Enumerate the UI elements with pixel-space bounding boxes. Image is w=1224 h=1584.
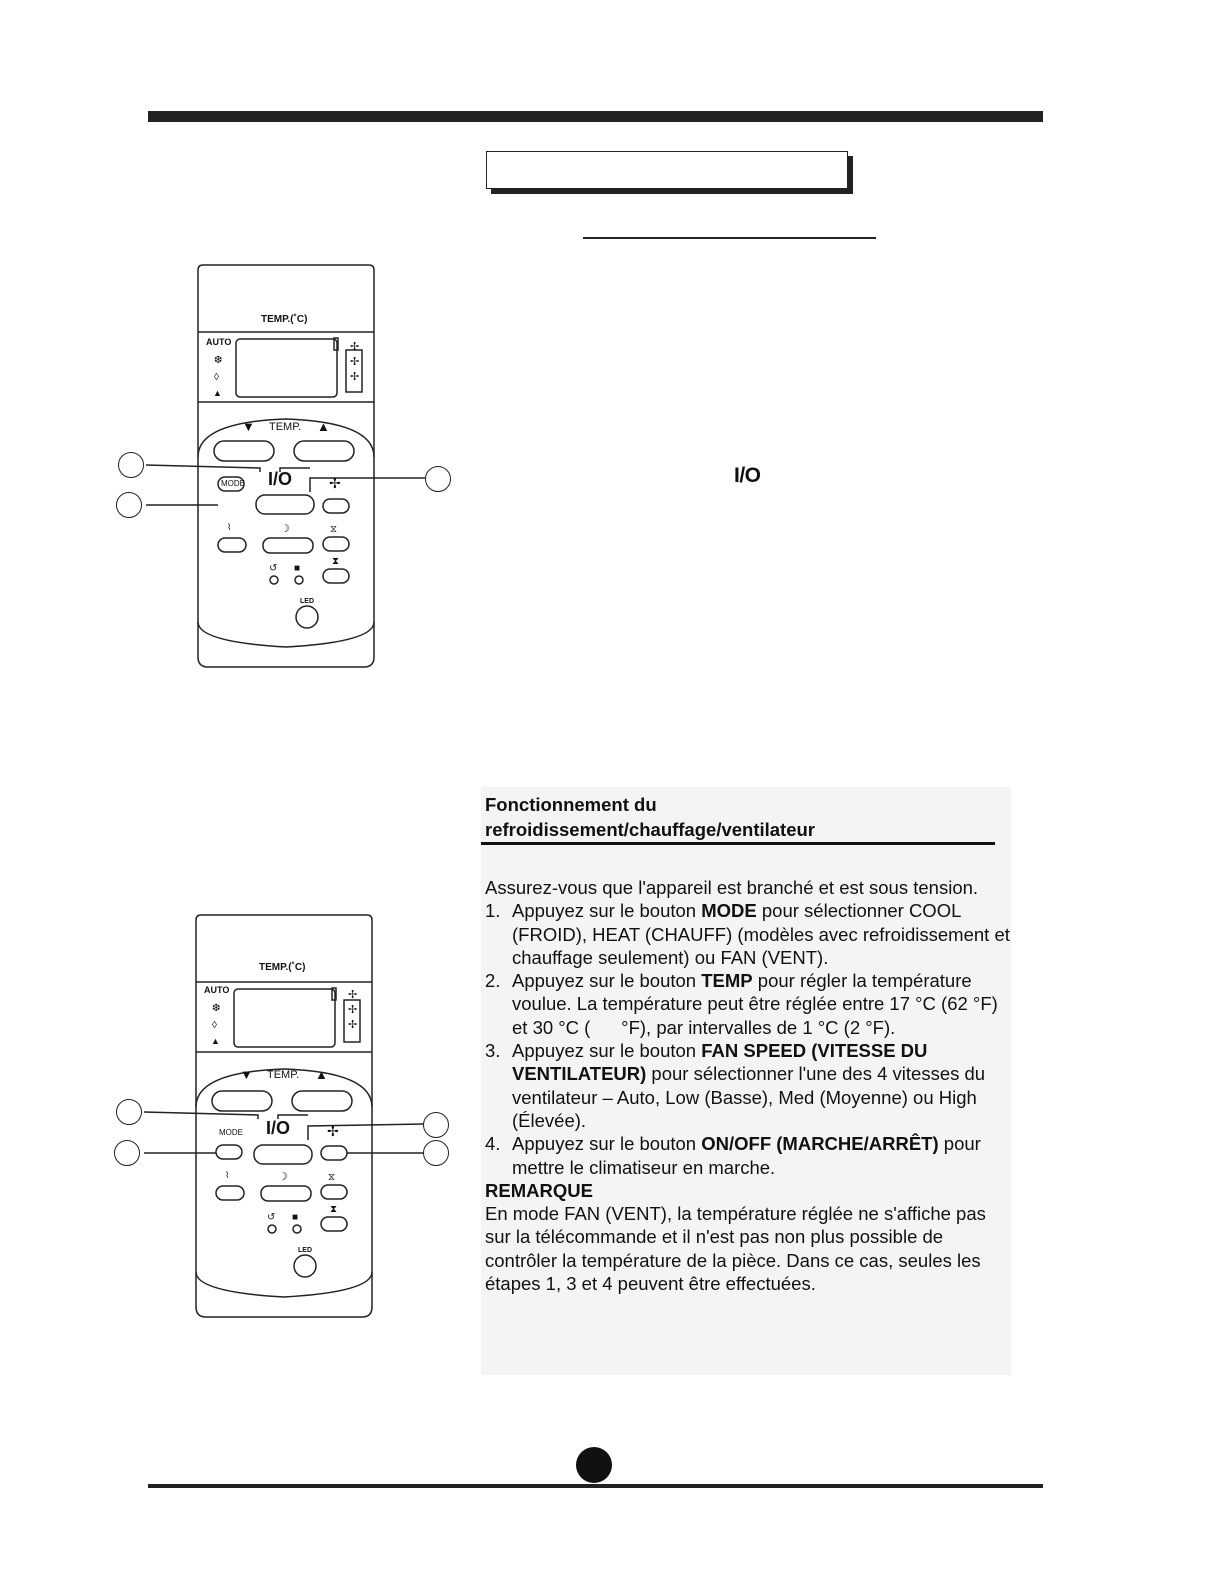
timer-off-icon: ⧗: [330, 1204, 337, 1215]
power-symbol-label: I/O: [734, 464, 761, 487]
list-item: 2. Appuyez sur le bouton TEMP pour régle…: [485, 969, 1010, 1039]
step-number: 2.: [485, 970, 501, 992]
lock-icon: ■: [292, 1212, 298, 1223]
page-number-dot: [576, 1447, 612, 1483]
fan-low-icon: ✢: [350, 341, 359, 353]
led-label: LED: [298, 1247, 312, 1254]
list-item: 1. Appuyez sur le bouton MODE pour sélec…: [485, 899, 1010, 969]
dry-icon: ◊: [212, 1020, 217, 1031]
remark-title: REMARQUE: [485, 1179, 593, 1201]
sleep-icon: ☽: [280, 523, 290, 535]
fan-mid-icon: ✢: [348, 1004, 357, 1016]
remote-control-diagram-top: TEMP.(˚C) AUTO ❆ ◊ ▲ ✢ ✢ ✢ ▼ TEMP. ▲ I/O…: [145, 264, 425, 668]
callout-circle: [423, 1140, 449, 1166]
mode-label: MODE: [221, 479, 245, 488]
fan-speed-icon: ✢: [327, 1123, 339, 1139]
fan-low-icon: ✢: [348, 989, 357, 1001]
fan-high-icon: ✢: [350, 371, 359, 383]
step-text: Appuyez sur le bouton TEMP pour régler l…: [512, 970, 1003, 1038]
fan-high-icon: ✢: [348, 1019, 357, 1031]
fan-speed-icon: ✢: [329, 475, 341, 491]
power-label: I/O: [268, 469, 292, 489]
swing-icon: ⌇: [227, 522, 231, 532]
power-label: I/O: [266, 1118, 290, 1138]
led-label: LED: [300, 598, 314, 605]
callout-circle: [423, 1112, 449, 1138]
temp-down-icon: ▼: [240, 1067, 253, 1082]
heat-icon: ▲: [213, 388, 222, 398]
temp-label: TEMP.: [269, 421, 301, 433]
callout-circle: [116, 1099, 142, 1125]
callout-circle: [118, 452, 144, 478]
timer-on-icon: ⧖: [328, 1172, 335, 1183]
step-text: Appuyez sur le bouton FAN SPEED (VITESSE…: [512, 1040, 986, 1131]
mode-label: MODE: [219, 1128, 243, 1137]
auto-label: AUTO: [206, 337, 231, 347]
section-title-line1: Fonctionnement du: [485, 794, 657, 815]
remote-control-diagram-bottom: TEMP.(˚C) AUTO ❆ ◊ ▲ ✢ ✢ ✢ ▼ TEMP. ▲ I/O…: [143, 914, 425, 1318]
instruction-panel: [481, 787, 1011, 1375]
temp-unit-label: TEMP.(˚C): [261, 313, 307, 325]
dry-icon: ◊: [214, 372, 219, 383]
step-text: Appuyez sur le bouton MODE pour sélectio…: [512, 900, 1010, 968]
callout-circle: [425, 466, 451, 492]
footer-rule: [148, 1484, 1043, 1488]
fan-mid-icon: ✢: [350, 356, 359, 368]
cool-icon: ❆: [214, 355, 222, 366]
title-box: [486, 151, 848, 189]
header-rule: [148, 111, 1043, 122]
temp-up-icon: ▲: [317, 419, 330, 434]
step-number: 1.: [485, 900, 501, 922]
heat-icon: ▲: [211, 1036, 220, 1046]
step-number: 4.: [485, 1133, 501, 1155]
callout-circle: [114, 1140, 140, 1166]
intro-text: Assurez-vous que l'appareil est branché …: [485, 877, 979, 898]
callout-circle: [116, 492, 142, 518]
temp-up-icon: ▲: [315, 1067, 328, 1082]
timer-on-icon: ⧖: [330, 524, 337, 535]
step-text: Appuyez sur le bouton ON/OFF (MARCHE/ARR…: [512, 1133, 981, 1178]
remark-text: En mode FAN (VENT), la température réglé…: [485, 1203, 986, 1295]
subtitle-rule: [583, 237, 876, 239]
lock-icon: ■: [294, 563, 300, 574]
section-title: Fonctionnement du refroidissement/chauff…: [485, 792, 815, 842]
instruction-body: Assurez-vous que l'appareil est branché …: [485, 876, 1010, 1295]
steps-list: 1. Appuyez sur le bouton MODE pour sélec…: [485, 899, 1010, 1179]
list-item: 4. Appuyez sur le bouton ON/OFF (MARCHE/…: [485, 1132, 1010, 1179]
section-title-rule: [481, 842, 995, 845]
temp-unit-label: TEMP.(˚C): [259, 961, 305, 973]
list-item: 3. Appuyez sur le bouton FAN SPEED (VITE…: [485, 1039, 1010, 1132]
temp-down-icon: ▼: [242, 419, 255, 434]
reset-icon: ↺: [267, 1212, 275, 1223]
auto-label: AUTO: [204, 985, 229, 995]
swing-icon: ⌇: [225, 1170, 229, 1180]
section-title-line2: refroidissement/chauffage/ventilateur: [485, 819, 816, 840]
reset-icon: ↺: [269, 563, 277, 574]
sleep-icon: ☽: [278, 1171, 288, 1183]
timer-off-icon: ⧗: [332, 556, 339, 567]
temp-label: TEMP.: [267, 1069, 299, 1081]
step-number: 3.: [485, 1040, 501, 1062]
cool-icon: ❆: [212, 1003, 220, 1014]
